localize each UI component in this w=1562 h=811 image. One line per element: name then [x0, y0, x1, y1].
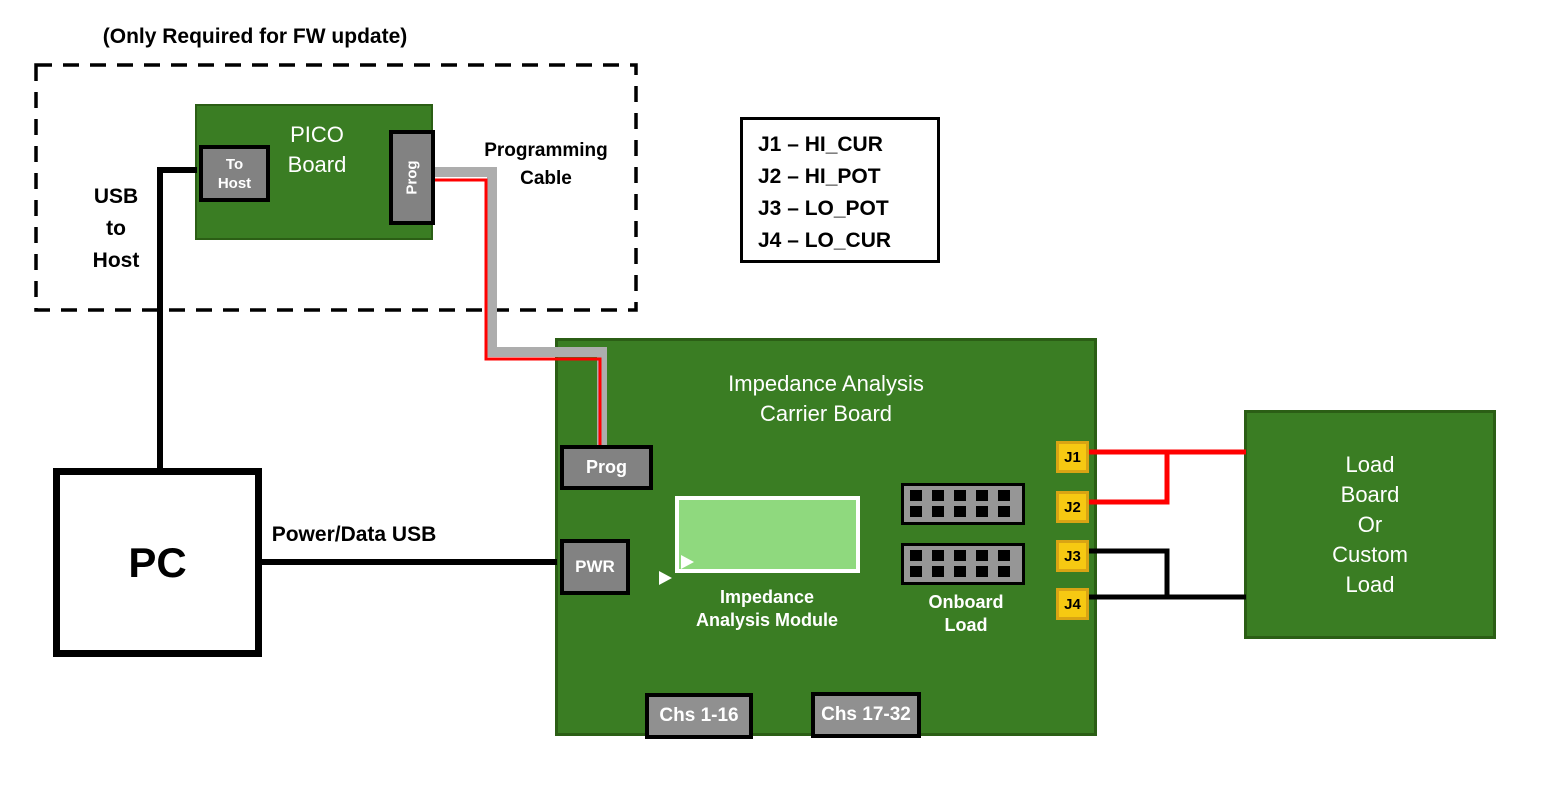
jack-j4-label: J4: [1064, 595, 1081, 613]
load-board-title-line1: Load: [1345, 452, 1395, 477]
usb-to-host-label-line3: Host: [92, 249, 140, 272]
to-host-port: To Host: [199, 145, 270, 202]
carrier-board-title: Impedance Analysis Carrier Board: [558, 369, 1094, 429]
load-board: Load Board Or Custom Load: [1244, 410, 1496, 639]
load-board-title: Load Board Or Custom Load: [1247, 450, 1493, 600]
header-pin: [954, 506, 966, 517]
j2-wire: [1086, 450, 1170, 505]
usb-to-host-label-line2: to: [106, 217, 126, 240]
header-pin: [932, 550, 944, 561]
carrier-prog-port-label: Prog: [585, 457, 627, 477]
module-label-line1: Impedance: [719, 587, 815, 607]
board-arrow-icon: [659, 571, 672, 585]
header-pin: [910, 550, 922, 561]
onboard-load-label-line1: Onboard: [928, 592, 1004, 612]
pico-board: PICO Board To Host Prog: [195, 104, 435, 240]
module-arrow-icon: [681, 555, 694, 569]
module-label-line2: Analysis Module: [695, 610, 839, 630]
jack-j2: J2: [1056, 491, 1089, 523]
load-board-title-line5: Load: [1345, 572, 1395, 597]
pwr-port-label: PWR: [575, 557, 615, 576]
impedance-analysis-module: [675, 496, 860, 573]
j3-wire: [1086, 548, 1170, 597]
jack-j1-label: J1: [1064, 448, 1081, 466]
header-pin: [976, 506, 988, 517]
onboard-load-header-2: [901, 543, 1025, 585]
module-label: Impedance Analysis Module: [642, 586, 892, 632]
legend-item-j3: J3 – LO_POT: [758, 197, 889, 220]
load-board-title-line3: Or: [1357, 512, 1383, 537]
jack-j4: J4: [1056, 588, 1089, 620]
programming-cable-label-line1: Programming: [484, 140, 608, 161]
jack-j3: J3: [1056, 540, 1089, 572]
legend-item-j1: J1 – HI_CUR: [758, 133, 883, 156]
pc-label: PC: [128, 538, 187, 586]
load-board-title-line2: Board: [1340, 482, 1400, 507]
header-pin: [954, 550, 966, 561]
chs-1-16-label: Chs 1-16: [659, 705, 739, 726]
jack-j3-label: J3: [1064, 547, 1081, 565]
carrier-prog-port: Prog: [560, 445, 653, 490]
header-pin-grid: [904, 486, 1022, 517]
onboard-load-label-line2: Load: [944, 615, 988, 635]
header-pin: [932, 506, 944, 517]
pc-box: PC: [53, 468, 262, 657]
header-pin: [932, 566, 944, 577]
programming-cable-label-line2: Cable: [520, 168, 572, 189]
programming-cable-label: Programming Cable: [466, 137, 626, 193]
usb-to-host-label: USB to Host: [66, 181, 166, 277]
header-pin: [998, 506, 1010, 517]
header-pin: [910, 566, 922, 577]
pico-prog-port-label: Prog: [403, 160, 421, 195]
header-pin: [910, 490, 922, 501]
power-data-usb-label: Power/Data USB: [271, 523, 437, 546]
usb-to-host-label-line1: USB: [93, 185, 139, 208]
header-pin: [976, 490, 988, 501]
jack-j2-label: J2: [1064, 498, 1081, 516]
fw-update-note: (Only Required for FW update): [102, 25, 408, 48]
to-host-port-label-line1: To: [225, 155, 244, 173]
header-pin: [910, 506, 922, 517]
load-board-title-line4: Custom: [1332, 542, 1408, 567]
legend-item-j4: J4 – LO_CUR: [758, 229, 892, 252]
onboard-load-header-1: [901, 483, 1025, 525]
header-pin: [998, 490, 1010, 501]
onboard-load-label: Onboard Load: [866, 591, 1066, 637]
legend-item-j2: J2 – HI_POT: [758, 165, 881, 188]
chs-1-16-port: Chs 1-16: [645, 693, 753, 739]
pwr-port: PWR: [560, 539, 630, 595]
header-pin: [954, 490, 966, 501]
header-pin: [998, 566, 1010, 577]
header-pin: [954, 566, 966, 577]
header-pin: [976, 550, 988, 561]
header-pin: [998, 550, 1010, 561]
jack-legend-box: J1 – HI_CUR J2 – HI_POT J3 – LO_POT J4 –…: [740, 117, 940, 263]
chs-17-32-port: Chs 17-32: [811, 692, 921, 738]
header-pin: [976, 566, 988, 577]
chs-17-32-label: Chs 17-32: [821, 704, 911, 725]
header-pin-grid: [904, 546, 1022, 577]
carrier-board-title-line2: Carrier Board: [759, 401, 893, 426]
carrier-board-title-line1: Impedance Analysis: [728, 371, 924, 396]
pico-prog-port: Prog: [389, 130, 435, 225]
impedance-analysis-carrier-board: Impedance Analysis Carrier Board Prog PW…: [555, 338, 1097, 739]
jack-j1: J1: [1056, 441, 1089, 473]
header-pin: [932, 490, 944, 501]
to-host-port-label-line2: Host: [217, 174, 252, 192]
